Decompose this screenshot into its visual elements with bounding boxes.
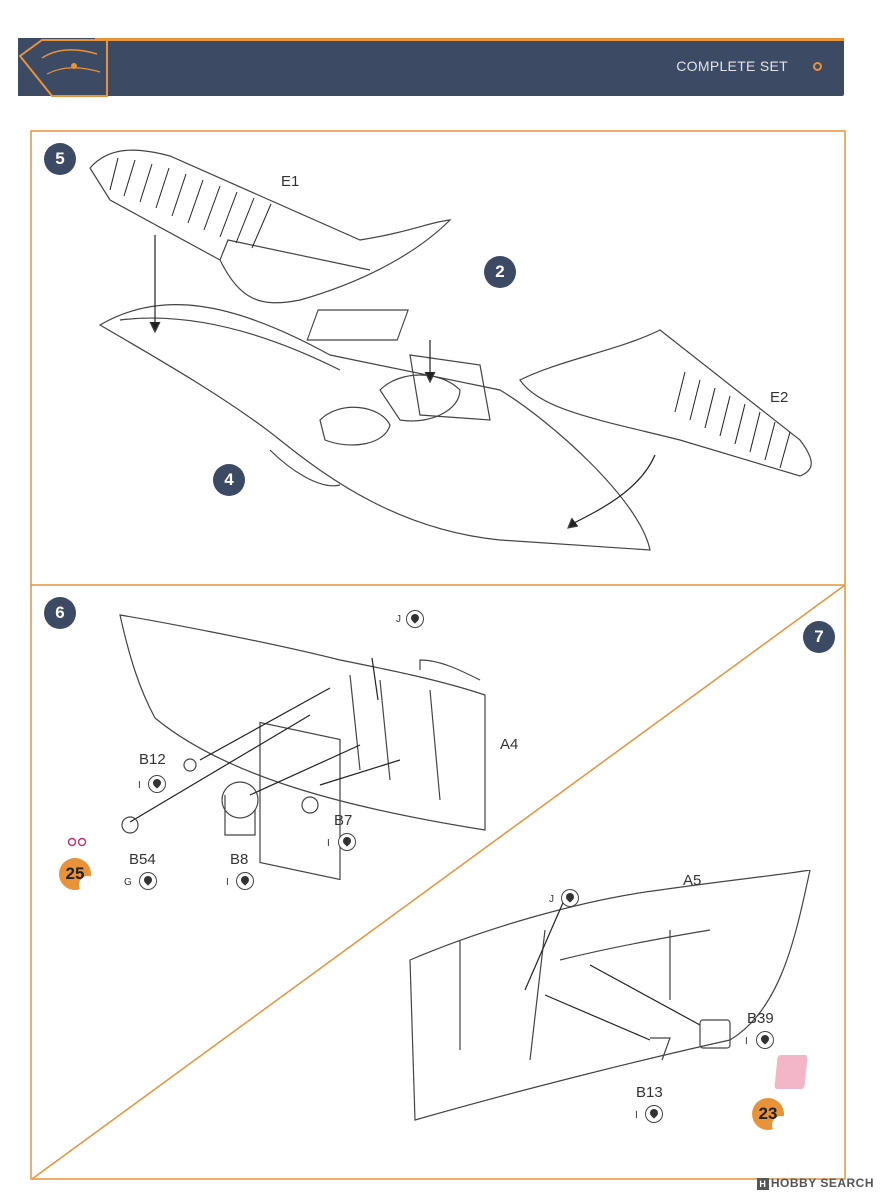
part-label-b7: B7 bbox=[334, 812, 353, 829]
glue-code-b13: I bbox=[635, 1110, 638, 1121]
glue-code-b8: I bbox=[226, 877, 229, 888]
glue-drop-icon bbox=[561, 889, 579, 907]
step-number-5: 5 bbox=[44, 143, 76, 175]
reference-step-4: 4 bbox=[213, 464, 245, 496]
step6-drawing bbox=[119, 614, 486, 880]
glue-drop-icon bbox=[756, 1031, 774, 1049]
header-dot bbox=[813, 62, 822, 71]
glue-drop-icon bbox=[139, 872, 157, 890]
step5-drawing bbox=[89, 149, 812, 551]
reference-page-23: 23 bbox=[752, 1098, 784, 1130]
part-label-b12: B12 bbox=[139, 751, 166, 768]
glue-drop-icon bbox=[148, 775, 166, 793]
glue-code-b12: I bbox=[138, 780, 141, 791]
glue-drop-icon bbox=[236, 872, 254, 890]
part-label-a4: A4 bbox=[500, 736, 519, 753]
step-number-7: 7 bbox=[803, 621, 835, 653]
decal-dots-icon bbox=[67, 837, 87, 847]
header-accent-line bbox=[95, 38, 844, 41]
step7-drawing bbox=[409, 870, 811, 1121]
watermark-text: HOBBY SEARCH bbox=[770, 1176, 874, 1190]
decal-chip-icon bbox=[774, 1055, 808, 1089]
glue-code-b54: G bbox=[124, 877, 132, 888]
glue-code-b39: I bbox=[745, 1036, 748, 1047]
part-label-e1: E1 bbox=[281, 173, 300, 190]
part-label-e2: E2 bbox=[770, 389, 789, 406]
clear-prop-logo-icon bbox=[18, 39, 108, 97]
glue-drop-icon bbox=[645, 1105, 663, 1123]
header-bar bbox=[18, 38, 844, 96]
reference-step-2: 2 bbox=[484, 256, 516, 288]
hobby-search-logo-icon: H bbox=[756, 1177, 769, 1190]
reference-page-25: 25 bbox=[59, 858, 91, 890]
part-label-b39: B39 bbox=[747, 1010, 774, 1027]
part-label-b13: B13 bbox=[636, 1084, 663, 1101]
header-title: COMPLETE SET bbox=[676, 58, 788, 74]
instruction-frame bbox=[30, 130, 846, 1180]
part-label-b54: B54 bbox=[129, 851, 156, 868]
glue-code-j-step6: J bbox=[396, 614, 401, 625]
part-label-a5: A5 bbox=[683, 872, 702, 889]
glue-drop-icon bbox=[406, 610, 424, 628]
glue-drop-icon bbox=[338, 833, 356, 851]
glue-code-b7: I bbox=[327, 838, 330, 849]
part-label-b8: B8 bbox=[230, 851, 249, 868]
step-number-6: 6 bbox=[44, 597, 76, 629]
glue-code-j-step7: J bbox=[549, 894, 554, 905]
